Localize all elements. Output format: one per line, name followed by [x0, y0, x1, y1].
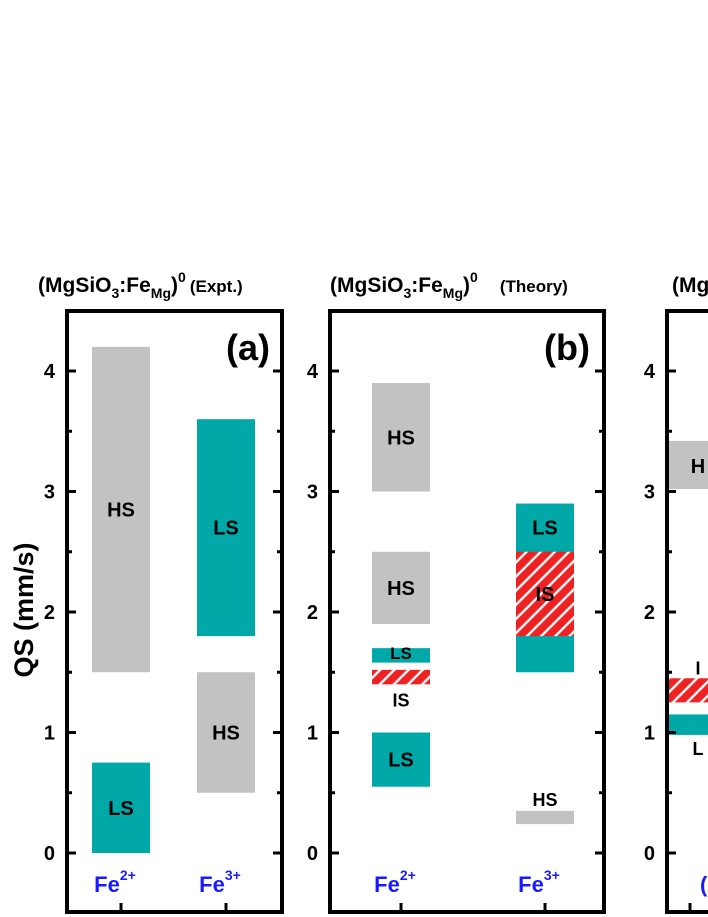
bar-label-hs: HS: [387, 578, 415, 600]
y-tick-label: 1: [307, 723, 318, 745]
category-label-1: Fe3+: [518, 867, 560, 897]
category-label-0: Fe2+: [94, 867, 136, 897]
y-tick-label: 3: [44, 482, 55, 504]
y-tick-label: 2: [44, 602, 55, 624]
y-tick-label: 3: [307, 482, 318, 504]
bar-ls-fe2: [372, 732, 430, 787]
bar-hs-fe2: [92, 346, 150, 673]
bar-ls-fe2: [92, 762, 150, 853]
panel-label: (b): [544, 327, 590, 368]
y-tick-label: 4: [307, 361, 319, 383]
bar-label-is: IS: [392, 690, 409, 710]
bar-hs-fe3: [197, 672, 255, 793]
panel-a-title: (MgSiO3:FeMg)0(Expt.): [38, 269, 243, 301]
bar-hs-fe3: [516, 810, 574, 825]
bar-ls-fe3: [197, 419, 255, 637]
panel-c-title: (Mg: [672, 274, 708, 297]
y-tick-label: 4: [644, 361, 656, 383]
bar-is-partial: [666, 678, 708, 703]
bar-label-hs: HS: [212, 723, 240, 745]
panel-label: (a): [226, 327, 270, 368]
bar-label-ls: LS: [108, 798, 134, 820]
y-axis-title: QS (mm/s): [9, 542, 39, 677]
y-tick-label: 4: [44, 361, 56, 383]
y-tick-label: 3: [644, 482, 655, 504]
category-label-0: Fe2+: [374, 867, 416, 897]
bar-hs-partial: [666, 440, 708, 490]
y-tick-label: 0: [307, 843, 318, 865]
bar-label-ls: LS: [388, 750, 414, 772]
panel-b-title: (MgSiO3:FeMg)0(Theory): [330, 269, 568, 301]
panel-c: H I L 0 1 2 3 4 (: [644, 309, 708, 914]
bar-ls-fe2: [372, 648, 430, 663]
category-label-partial: (: [700, 872, 708, 897]
category-label-1: Fe3+: [199, 867, 241, 897]
bar-label-is: I: [695, 658, 700, 678]
bar-label-hs: HS: [387, 427, 415, 449]
bar-label-ls: LS: [213, 518, 239, 540]
bar-label-hs: HS: [107, 500, 135, 522]
bar-label-ls: LS: [532, 518, 558, 540]
bar-ls-partial: [666, 714, 708, 735]
bar-label-is: IS: [536, 584, 555, 606]
y-tick-label: 0: [644, 843, 655, 865]
bar-hs-fe2: [372, 383, 430, 492]
bar-label-hs: H: [691, 456, 705, 478]
panel-b: HS HS LS IS LS LS IS HS 0 1 2 3 4 (b) Fe2+ Fe3+: [307, 309, 606, 914]
y-tick-label: 1: [44, 723, 55, 745]
bar-is-fe3: [516, 551, 574, 637]
y-tick-label: 2: [644, 602, 655, 624]
bar-label-hs: HS: [532, 790, 557, 810]
bar-label-ls: L: [693, 739, 704, 759]
y-tick-label: 2: [307, 602, 318, 624]
bar-label-ls: LS: [390, 644, 412, 663]
bar-hs-fe2: [372, 551, 430, 625]
panel-a: HS LS LS HS 0 1 2 3 4 (a) Fe2+ Fe3+: [44, 309, 284, 914]
bar-is-fe2: [372, 669, 430, 685]
y-tick-label: 1: [644, 723, 655, 745]
y-tick-label: 0: [44, 843, 55, 865]
